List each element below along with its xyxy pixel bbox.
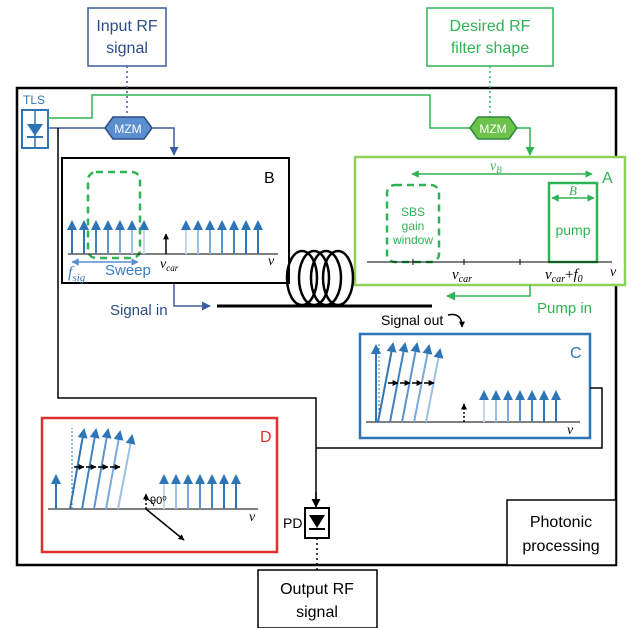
input-rf-label-2: signal bbox=[106, 40, 148, 57]
panel-c-upper-sideband bbox=[479, 390, 561, 422]
panel-d-nu-axis: ν bbox=[249, 510, 256, 525]
panel-b-nu-car: νcar bbox=[160, 257, 179, 273]
panel-c-nu-axis: ν bbox=[567, 423, 574, 438]
pump-in-label: Pump in bbox=[537, 300, 592, 317]
desired-rf-label-1: Desired RF bbox=[450, 18, 531, 35]
panel-c-shifted-sideband bbox=[371, 342, 444, 423]
desired-rf-label-2: filter shape bbox=[451, 40, 529, 57]
mzm-desired-to-a bbox=[517, 127, 535, 156]
panel-a-sbs-3: window bbox=[392, 233, 433, 247]
panel-c-output-line bbox=[316, 387, 603, 449]
signal-out-label: Signal out bbox=[381, 312, 443, 328]
panel-d-rotation-arc bbox=[145, 498, 155, 507]
panel-a-b-label: B bbox=[569, 183, 577, 198]
panel-a-nu-axis: ν bbox=[610, 265, 617, 280]
output-rf-label-2: signal bbox=[296, 604, 338, 621]
panel-d-ninety: 90⁰ bbox=[150, 495, 167, 507]
panel-a-sbs-1: SBS bbox=[401, 205, 425, 219]
mzm-input-icon bbox=[104, 116, 153, 140]
pd-label: PD bbox=[283, 515, 302, 531]
output-rf-box bbox=[257, 569, 378, 628]
photonic-processing-label-1: Photonic bbox=[530, 514, 592, 531]
panel-d-carrier-rotated bbox=[145, 508, 185, 541]
panel-a-ticks bbox=[412, 259, 521, 265]
input-rf-box bbox=[87, 7, 167, 67]
panel-b-fsig: fsig bbox=[68, 264, 86, 284]
mzm-desired-label: MZM bbox=[479, 122, 506, 136]
panel-b-sweep: Sweep bbox=[105, 262, 151, 279]
tls-diode-icon bbox=[27, 110, 43, 148]
mzm-desired-icon bbox=[469, 116, 518, 140]
mzm-input-label: MZM bbox=[114, 122, 141, 136]
panel-a-nu-car-plus-f0: νcar+f0 bbox=[545, 267, 583, 285]
panel-b-letter: B bbox=[264, 170, 275, 187]
panel-c bbox=[358, 332, 592, 440]
panel-d-upper-sideband bbox=[159, 474, 241, 509]
photonic-processing-box bbox=[506, 499, 617, 566]
pd-diode-icon bbox=[309, 515, 325, 530]
output-rf-label-1: Output RF bbox=[280, 581, 354, 598]
photonic-processing-label-2: processing bbox=[522, 538, 599, 555]
fibre-spool-icon bbox=[285, 249, 355, 307]
panel-a bbox=[353, 155, 627, 287]
input-rf-label-1: Input RF bbox=[96, 18, 158, 35]
mzm-input-to-b bbox=[152, 127, 179, 156]
panel-a-nu-b: νB bbox=[490, 159, 502, 175]
panel-a-pump: pump bbox=[555, 222, 590, 238]
signal-out-arrow bbox=[447, 313, 465, 328]
signal-in-label: Signal in bbox=[110, 302, 168, 319]
black-fibre-left bbox=[57, 128, 317, 502]
panel-b-upper-sideband bbox=[181, 220, 263, 254]
panel-a-sbs-window bbox=[385, 183, 441, 264]
panel-a-nu-car: νcar bbox=[452, 267, 472, 285]
panel-b-lower-sideband bbox=[67, 220, 149, 254]
panel-a-letter: A bbox=[602, 170, 613, 187]
panel-b-filter-window bbox=[86, 170, 142, 260]
panel-b-nu-axis: ν bbox=[268, 254, 275, 269]
panel-c-letter: C bbox=[570, 345, 582, 362]
panel-d-shifted-sideband bbox=[51, 428, 136, 510]
desired-rf-box bbox=[426, 7, 554, 67]
green-fibre-top bbox=[48, 94, 470, 129]
signal-in-arrow bbox=[173, 284, 211, 311]
pump-in-arrow bbox=[446, 285, 531, 301]
panel-d bbox=[40, 416, 279, 554]
tls-label: TLS bbox=[23, 93, 45, 107]
panel-a-sbs-2: gain bbox=[402, 219, 425, 233]
panel-d-letter: D bbox=[260, 429, 272, 446]
